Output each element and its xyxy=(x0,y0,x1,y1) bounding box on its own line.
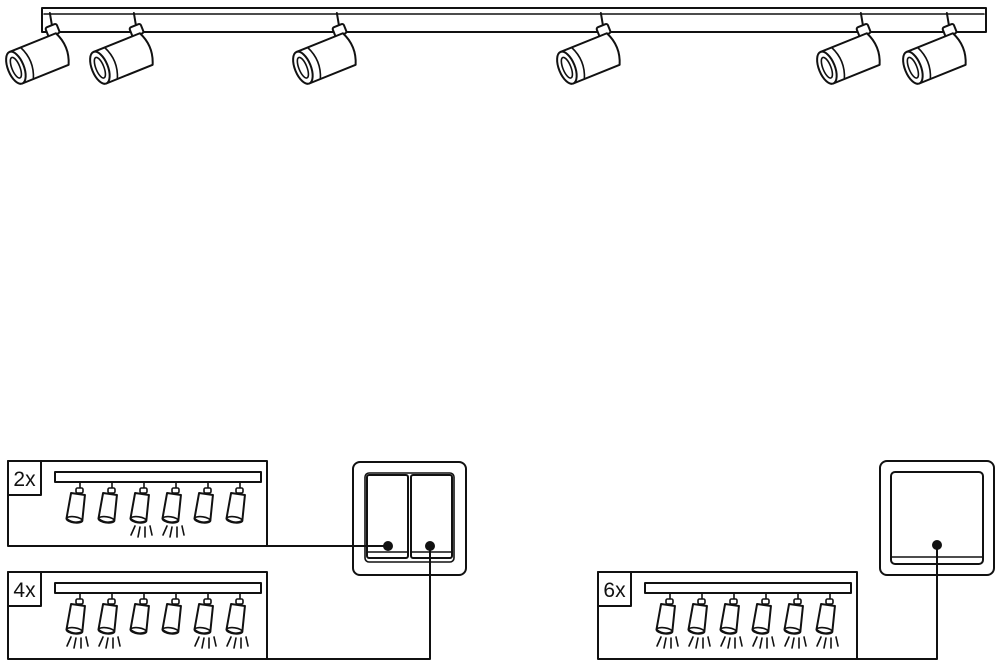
light-rays-icon xyxy=(816,636,839,649)
wiring xyxy=(266,540,942,660)
mini-spotlight-2 xyxy=(687,592,711,649)
spotlight-icon xyxy=(556,12,621,85)
mini-spotlight-4 xyxy=(751,592,775,649)
mini-spotlight-4 xyxy=(161,481,185,538)
light-rays-icon xyxy=(784,636,807,649)
light-rays-icon xyxy=(130,525,153,538)
light-rays-icon xyxy=(226,636,249,649)
light-rays-icon xyxy=(194,636,217,649)
light-rays-icon xyxy=(656,636,679,649)
count-label: 6x xyxy=(603,579,626,602)
mini-lamps xyxy=(655,592,839,649)
mini-spotlight-6 xyxy=(225,481,246,524)
mini-bar xyxy=(54,471,262,483)
mini-spotlight-1 xyxy=(65,592,89,649)
wire-6x xyxy=(856,544,938,660)
count-label-box xyxy=(7,460,42,496)
ceiling-bar xyxy=(41,7,987,33)
mini-spotlight-5 xyxy=(193,481,214,524)
mini-lamps xyxy=(65,481,246,538)
mini-spotlight-4 xyxy=(161,592,182,635)
mini-spotlight-6 xyxy=(225,592,249,649)
light-rays-icon xyxy=(162,525,185,538)
count-label-box xyxy=(597,571,632,607)
count-label-box xyxy=(7,571,42,607)
terminal-dot xyxy=(383,541,393,551)
spotlight-icon xyxy=(902,12,967,85)
mini-spotlight-1 xyxy=(65,481,86,524)
panel-2x: 2x xyxy=(7,460,268,547)
terminal-dot xyxy=(932,540,942,550)
mini-spotlight-3 xyxy=(129,481,153,538)
light-rays-icon xyxy=(66,636,89,649)
spotlight-icon xyxy=(292,12,357,85)
rocker-right xyxy=(410,474,453,559)
panel-6x: 6x xyxy=(597,571,858,660)
wall-switch-icon xyxy=(879,460,995,576)
spotlight-bar-illustration xyxy=(5,7,987,85)
count-label: 2x xyxy=(13,468,36,491)
mini-bar xyxy=(54,582,262,594)
wire-4x xyxy=(266,545,431,660)
count-label: 4x xyxy=(13,579,36,602)
mini-lamps xyxy=(65,592,249,649)
mini-spotlight-3 xyxy=(719,592,743,649)
mini-spotlight-5 xyxy=(783,592,807,649)
light-rays-icon xyxy=(98,636,121,649)
wall-switch-icon xyxy=(352,461,467,576)
light-rays-icon xyxy=(752,636,775,649)
spotlight-icon xyxy=(5,12,70,85)
panel-4x: 4x xyxy=(7,571,268,660)
spotlights xyxy=(5,12,967,85)
mini-spotlight-5 xyxy=(193,592,217,649)
mini-spotlight-3 xyxy=(129,592,150,635)
mini-bar xyxy=(644,582,852,594)
mini-spotlight-2 xyxy=(97,481,118,524)
mini-spotlight-6 xyxy=(815,592,839,649)
terminal-dot xyxy=(425,541,435,551)
mini-spotlight-1 xyxy=(655,592,679,649)
spotlight-icon xyxy=(816,12,881,85)
spotlight-icon xyxy=(89,12,154,85)
light-rays-icon xyxy=(688,636,711,649)
rocker-left xyxy=(366,474,409,559)
mini-spotlight-2 xyxy=(97,592,121,649)
light-rays-icon xyxy=(720,636,743,649)
